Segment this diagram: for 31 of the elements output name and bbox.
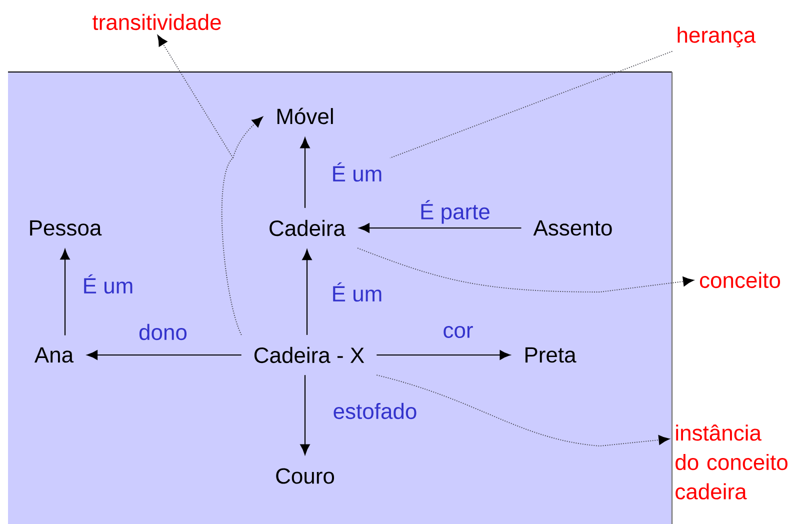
arrow bbox=[300, 375, 310, 455]
arrow bbox=[376, 350, 510, 360]
arrow bbox=[157, 35, 234, 158]
arrow bbox=[376, 374, 670, 446]
edge-label: estofado bbox=[334, 402, 416, 420]
arrow bbox=[357, 248, 694, 292]
annotation-text: transitividade bbox=[92, 14, 221, 30]
annotation-text: instância do conceito cadeira bbox=[676, 424, 788, 500]
arrow bbox=[300, 138, 310, 208]
arrow bbox=[221, 116, 263, 336]
concept-text: Ana bbox=[34, 347, 74, 363]
edge-label: cor bbox=[444, 326, 473, 338]
arrow bbox=[358, 223, 522, 233]
edge-label: É um bbox=[84, 274, 132, 294]
annotation-text: herança bbox=[678, 26, 756, 48]
concept-text: Cadeira - X bbox=[254, 346, 364, 364]
concept-text: Móvel bbox=[277, 108, 333, 124]
annotation-text: conceito bbox=[700, 272, 780, 288]
arrow bbox=[86, 350, 242, 360]
edge-label: É um bbox=[333, 282, 382, 302]
edge-label: dono bbox=[139, 324, 187, 340]
edge-label: É um bbox=[333, 162, 382, 182]
arrow bbox=[60, 249, 70, 336]
concept-text: Cadeira bbox=[270, 220, 346, 236]
concept-text: Couro bbox=[276, 468, 334, 484]
edge-label: É parte bbox=[421, 200, 490, 224]
leader-line bbox=[390, 50, 673, 158]
arrow bbox=[302, 249, 312, 335]
concept-text: Pessoa bbox=[30, 220, 102, 236]
concept-text: Preta bbox=[526, 347, 576, 363]
concept-text: Assento bbox=[533, 220, 612, 236]
